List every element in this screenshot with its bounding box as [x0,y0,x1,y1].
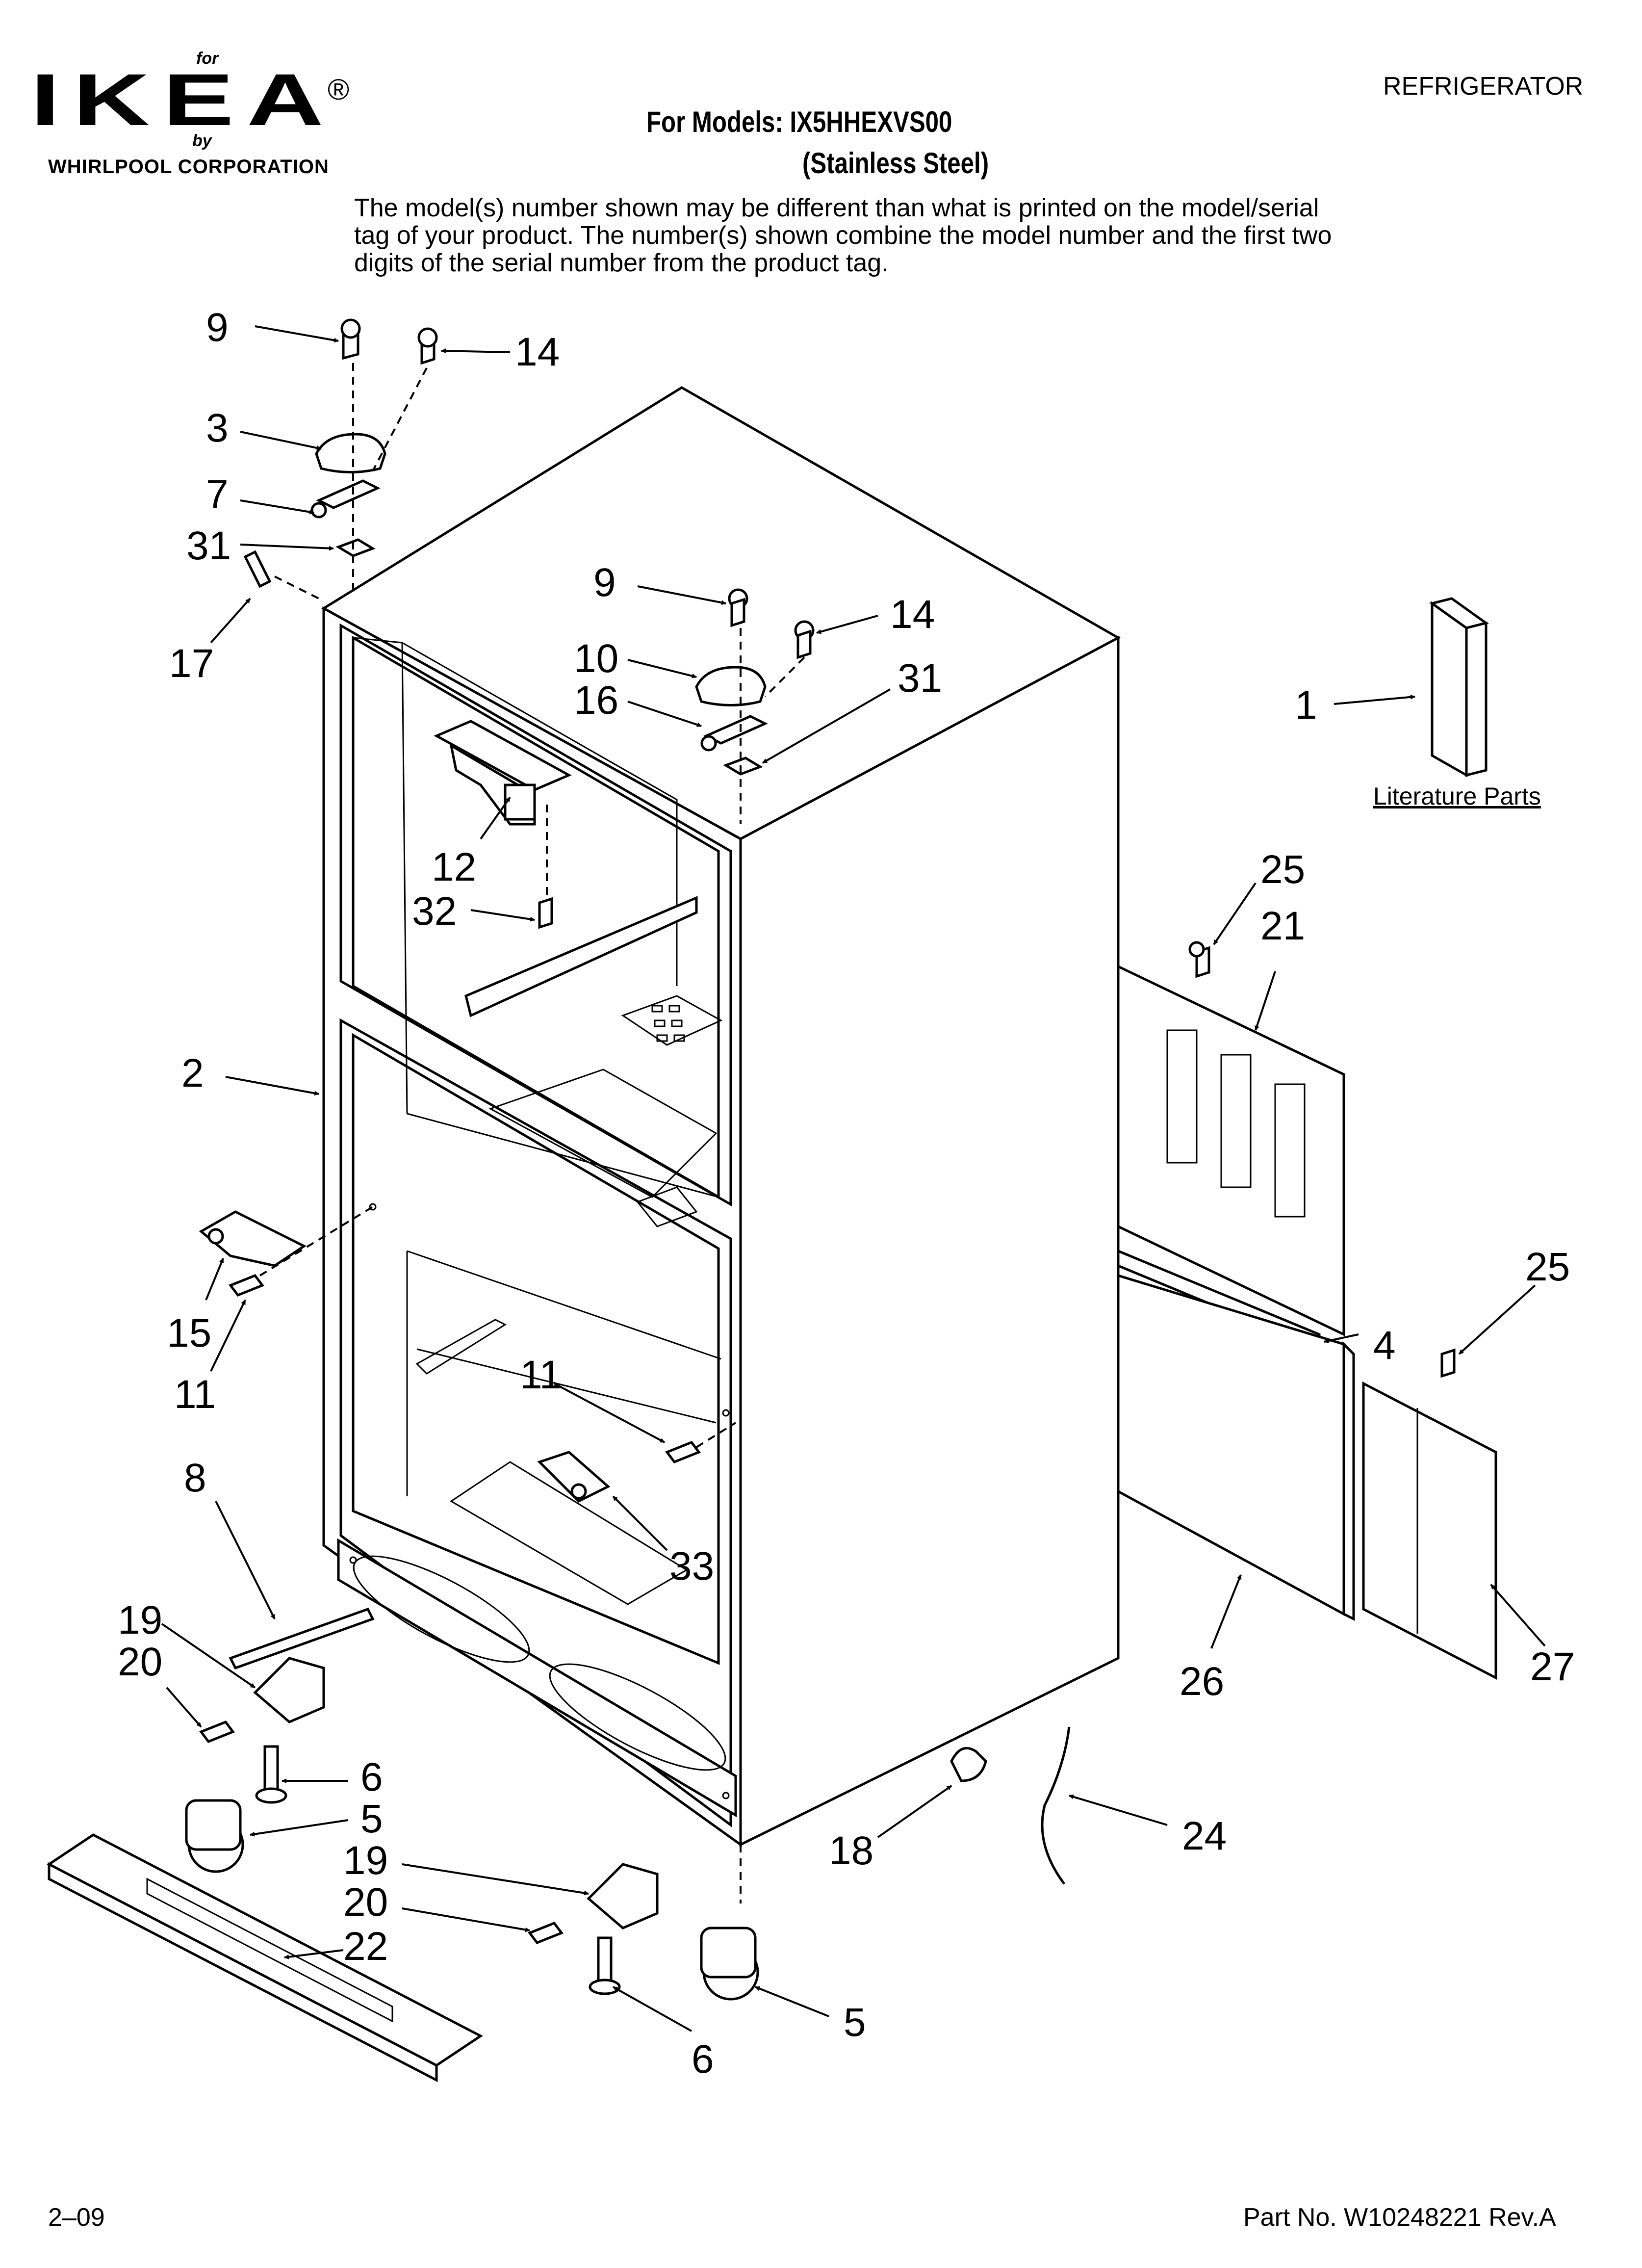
callout-32: 32 [412,889,457,934]
callout-5: 5 [360,1797,383,1841]
logo-corporation: WHIRLPOOL CORPORATION [48,156,329,178]
top-hinge-right-assembly [695,588,815,824]
callout-10: 10 [574,636,618,681]
callout-6: 6 [692,2037,714,2082]
callout-2: 2 [181,1051,204,1095]
rear-access-panel [1117,941,1345,1336]
callout-31: 31 [186,523,231,568]
callout-5: 5 [844,2000,866,2045]
logo-by-text: by [192,131,212,150]
light-housing-part [434,720,572,929]
date-code: 2–09 [48,2203,105,2232]
refrigerator-cabinet [321,386,1121,1847]
vent-grille [651,1005,685,1042]
callout-11: 11 [174,1372,216,1417]
callout-19: 19 [343,1838,388,1883]
callout-22: 22 [343,1924,388,1969]
toe-grille [47,1833,483,2083]
callout-3: 3 [206,406,229,450]
callout-labels: 9 14 3 7 31 17 9 14 10 16 31 1 Literatur… [118,305,1575,2082]
callout-25: 25 [1525,1245,1570,1289]
callout-18: 18 [829,1828,873,1873]
callout-25: 25 [1260,847,1305,892]
callout-31: 31 [898,656,942,701]
callout-7: 7 [206,472,229,517]
callout-9: 9 [206,305,229,350]
callout-20: 20 [118,1640,162,1684]
callout-16: 16 [574,678,618,723]
literature-booklet [1429,597,1489,778]
callout-15: 15 [167,1311,211,1356]
callout-21: 21 [1260,904,1305,948]
literature-parts-label: Literature Parts [1373,782,1541,810]
callout-24: 24 [1182,1814,1227,1858]
callout-4: 4 [1373,1323,1396,1368]
models-title: For Models: IX5HHEXVS00 [646,105,952,138]
callout-17: 17 [169,641,214,686]
callout-19: 19 [118,1598,162,1642]
callout-26: 26 [1180,1659,1224,1704]
callout-20: 20 [343,1880,388,1925]
part-number: Part No. W10248221 Rev.A [1243,2203,1556,2232]
base-hardware [47,1607,1071,2083]
callout-14: 14 [515,330,560,374]
lower-panels [1117,1249,1497,1680]
model-number-note: The model(s) number shown may be differe… [354,194,1332,277]
callout-33: 33 [669,1544,714,1589]
callout-leaders [161,325,1546,2032]
top-hinge-left-assembly [243,318,438,600]
callout-9: 9 [593,560,616,605]
callout-1: 1 [1295,683,1317,728]
finish-title: (Stainless Steel) [802,147,989,180]
ikea-logo: IKEA [30,58,337,141]
middle-hinges [199,1206,737,1503]
callout-8: 8 [184,1456,206,1500]
callout-6: 6 [360,1755,383,1799]
registered-mark: ® [328,73,350,106]
panel-louvers [1166,1029,1306,1218]
callout-27: 27 [1530,1644,1575,1689]
callout-12: 12 [432,845,476,889]
callout-14: 14 [890,592,935,637]
callout-11: 11 [520,1353,562,1397]
page-category: REFRIGERATOR [1383,72,1584,101]
logo-for-text: for [196,49,219,68]
